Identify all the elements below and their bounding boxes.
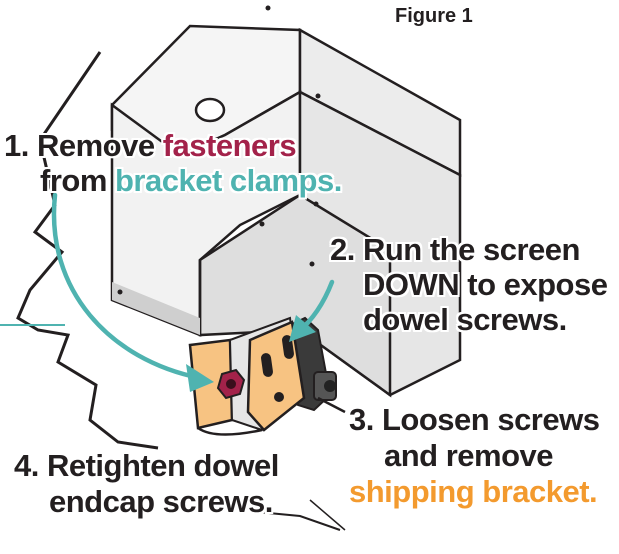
- step4-text-1: Retighten dowel: [46, 448, 279, 483]
- step3-line2: and remove: [384, 438, 554, 473]
- housing-hole: [194, 97, 226, 123]
- step4-line1: 4. Retighten dowel: [14, 450, 279, 481]
- clamp-fastener: [216, 368, 246, 400]
- step3-line1: 3. Loosen screws: [349, 402, 600, 437]
- bracket-slot: [261, 353, 273, 377]
- step2-line1: 2. Run the screen: [330, 234, 580, 265]
- figure-label: Figure 1: [395, 5, 473, 27]
- step1-text-b: from: [40, 163, 115, 198]
- step3-highlight-shipping-bracket: shipping bracket.: [349, 474, 598, 509]
- step2-arrowhead: [289, 315, 316, 342]
- screen-housing: [110, 5, 462, 398]
- step3-leader-line: [317, 396, 346, 414]
- step4-number: 4.: [14, 448, 39, 483]
- step1-arrowhead: [186, 364, 214, 392]
- shipping-bracket: [188, 316, 306, 436]
- step4-line2: endcap screws.: [49, 484, 273, 519]
- step1-highlight-fasteners: fasteners: [162, 128, 297, 163]
- step1-highlight-bracket-clamps: bracket clamps.: [115, 163, 342, 198]
- step3-number: 3.: [349, 402, 374, 437]
- step2-line2: DOWN to expose: [363, 267, 608, 302]
- step1-arrow: [51, 192, 203, 381]
- cutaway-outline-bottom: [257, 511, 341, 531]
- step2-number: 2.: [330, 232, 355, 267]
- step2-line3: dowel screws.: [363, 302, 567, 337]
- step1-text-a: Remove: [36, 128, 163, 163]
- step1-number: 1.: [4, 128, 29, 163]
- figure-leader-line: [309, 499, 346, 531]
- step1-line2: from bracket clamps.: [40, 165, 342, 196]
- step2-text-1: Run the screen: [362, 232, 580, 267]
- step3-text-1: Loosen screws: [381, 402, 600, 437]
- step1-line1: 1. Remove fasteners: [4, 128, 297, 163]
